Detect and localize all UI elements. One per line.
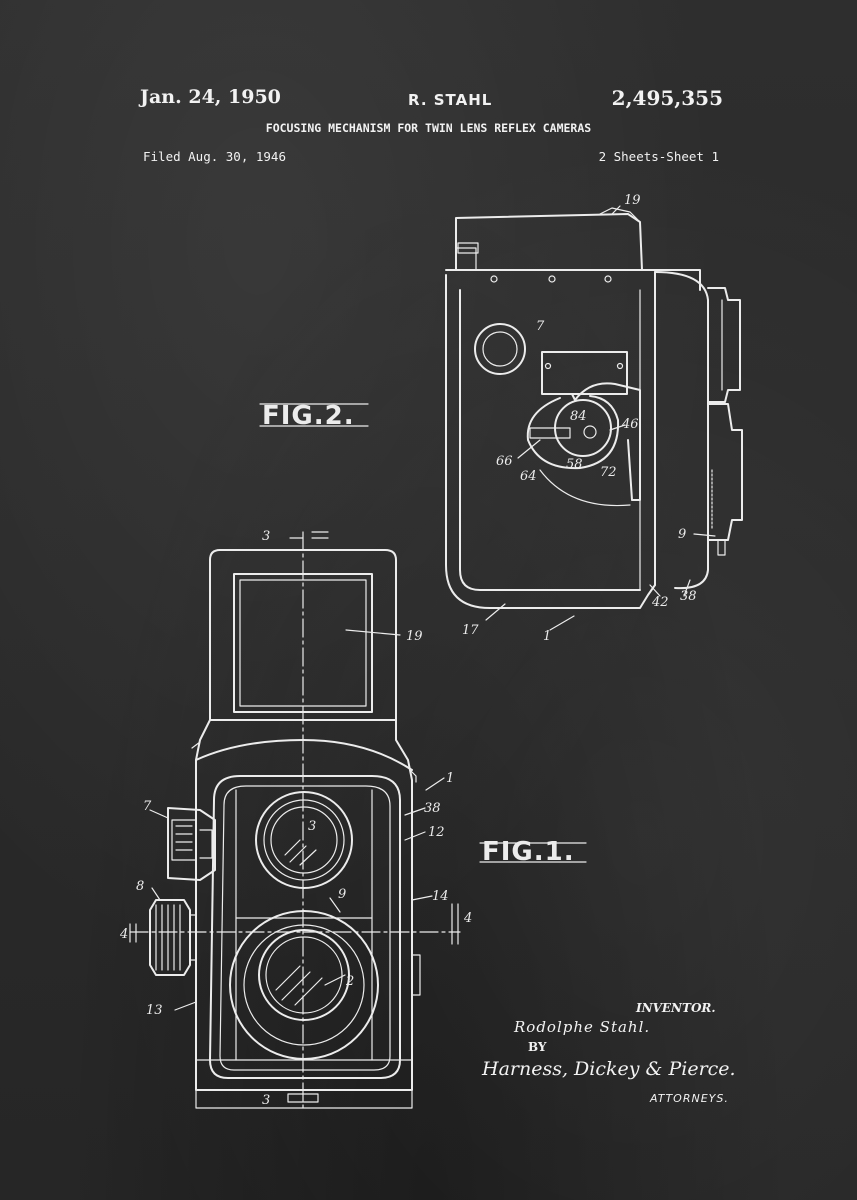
ref-64: 64 bbox=[520, 469, 537, 484]
ref-8: 8 bbox=[136, 879, 144, 894]
ref-2: 2 bbox=[345, 974, 354, 989]
ref-13: 13 bbox=[146, 1003, 163, 1018]
ref-3-bottom: 3 bbox=[262, 1093, 270, 1108]
ref-58: 58 bbox=[566, 457, 583, 472]
ref-42: 42 bbox=[651, 595, 669, 610]
inventor-label: INVENTOR. bbox=[636, 1001, 716, 1015]
ref-14: 14 bbox=[432, 889, 449, 904]
fig1-label: FIG.1. bbox=[479, 837, 587, 867]
ref-19-front: 19 bbox=[406, 629, 423, 644]
inventor-header: R. STAHL bbox=[408, 91, 493, 109]
fig1-front-view: 3 19 1 38 12 7 3 8 9 14 4 4 2 13 3 bbox=[119, 529, 472, 1111]
svg-text:FIG.1.: FIG.1. bbox=[482, 837, 575, 867]
ref-7: 7 bbox=[536, 319, 545, 334]
ref-46: 46 bbox=[621, 417, 639, 432]
ref-4-left: 4 bbox=[119, 927, 128, 942]
patent-number: 2,495,355 bbox=[611, 86, 723, 110]
ref-19: 19 bbox=[624, 193, 641, 208]
ref-1-front: 1 bbox=[446, 771, 454, 786]
by-label: BY bbox=[528, 1040, 547, 1054]
ref-38-front: 38 bbox=[424, 801, 441, 816]
svg-text:FIG.2.: FIG.2. bbox=[262, 401, 355, 431]
patent-title: FOCUSING MECHANISM FOR TWIN LENS REFLEX … bbox=[265, 121, 592, 135]
ref-3-top: 3 bbox=[262, 529, 270, 544]
ref-4-right: 4 bbox=[463, 911, 472, 926]
sheet-count: 2 Sheets-Sheet 1 bbox=[598, 149, 719, 164]
ref-3-lens: 3 bbox=[308, 819, 316, 834]
patent-date: Jan. 24, 1950 bbox=[140, 86, 281, 108]
fig2-label: FIG.2. bbox=[259, 401, 369, 431]
inventor-signature: Rodolphe Stahl. bbox=[514, 1018, 651, 1036]
ref-72: 72 bbox=[600, 465, 617, 480]
ref-38: 38 bbox=[680, 589, 697, 604]
ref-12: 12 bbox=[428, 825, 445, 840]
ref-9-front: 9 bbox=[338, 887, 346, 902]
fig2-side-view: 19 7 84 46 66 64 58 72 9 42 38 17 1 bbox=[445, 193, 743, 644]
ref-17: 17 bbox=[462, 623, 479, 638]
attorney-signature: Harness, Dickey & Pierce. bbox=[482, 1058, 736, 1080]
ref-1: 1 bbox=[543, 629, 551, 644]
attorneys-label: ATTORNEYS. bbox=[650, 1092, 729, 1105]
ref-7-front: 7 bbox=[143, 799, 152, 814]
filed-date: Filed Aug. 30, 1946 bbox=[143, 149, 286, 164]
ref-66: 66 bbox=[496, 454, 513, 469]
ref-9: 9 bbox=[678, 527, 686, 542]
ref-84: 84 bbox=[570, 409, 587, 424]
